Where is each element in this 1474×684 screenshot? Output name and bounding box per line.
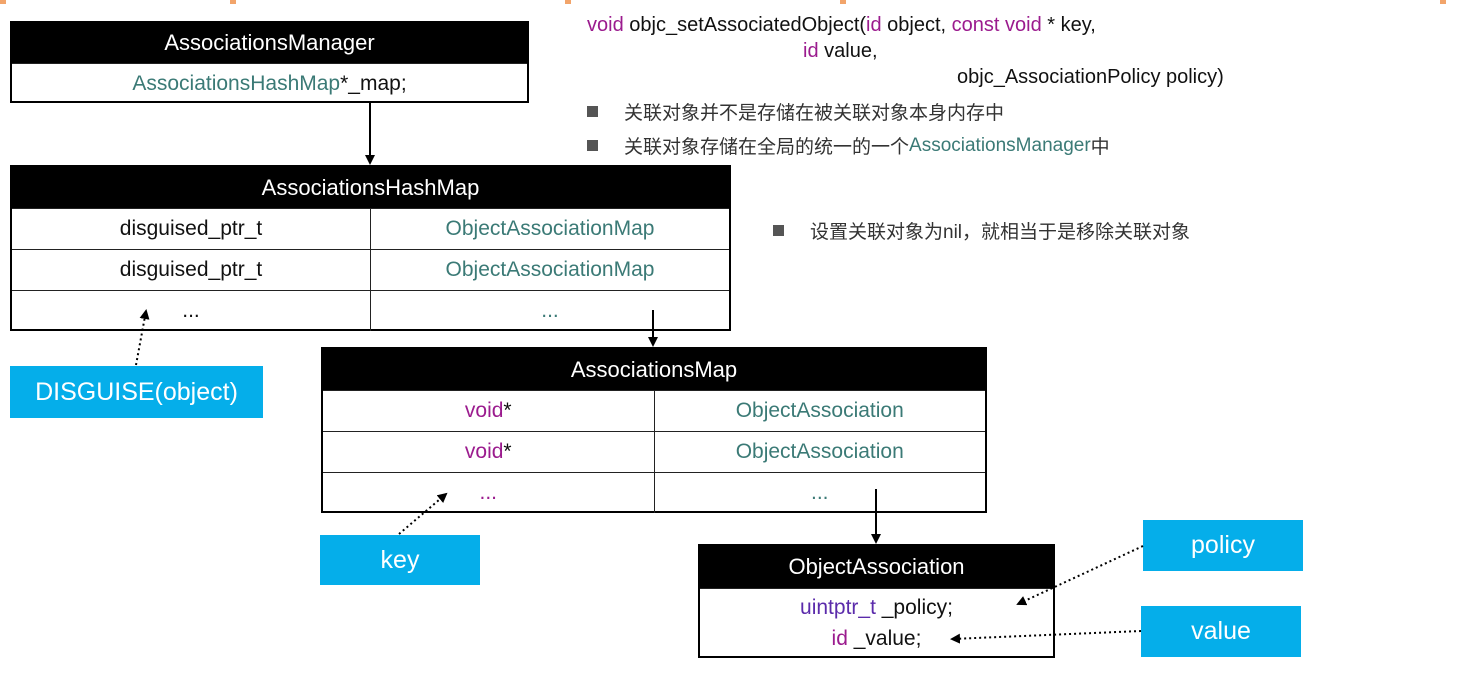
table-row: ... ...: [323, 472, 985, 513]
dotted-arrow-value: [950, 630, 1142, 644]
key-keyword: void: [464, 440, 504, 463]
table-cell-key: void *: [323, 432, 654, 472]
code-keyword: id: [866, 14, 882, 36]
code-text: objc_AssociationPolicy policy): [957, 66, 1224, 88]
associations-hashmap-table: AssociationsHashMap disguised_ptr_t Obje…: [10, 165, 731, 331]
key-keyword: ...: [479, 481, 497, 504]
bullet-square-icon: [773, 225, 784, 236]
table-cell-value: ObjectAssociation: [653, 432, 986, 472]
table-cell: AssociationsHashMap *_map;: [12, 64, 527, 103]
bullet-text: 关联对象存储在全局的统一的一个: [624, 137, 910, 158]
code-signature-line-1: void objc_setAssociatedObject(id object,…: [587, 14, 1096, 37]
bullet-text: 设置关联对象为nil，就相当于是移除关联对象: [810, 222, 1191, 243]
table-row: AssociationsHashMap *_map;: [12, 63, 527, 103]
table-row: disguised_ptr_t ObjectAssociationMap: [12, 249, 729, 290]
bullet-item-3: 设置关联对象为nil，就相当于是移除关联对象: [773, 217, 1190, 244]
code-signature-line-2: id value,: [803, 40, 878, 63]
key-keyword: void: [464, 399, 504, 422]
value-field: id _value;: [832, 623, 922, 654]
field-type: uintptr_t: [800, 596, 876, 619]
bullet-square-icon: [587, 106, 598, 117]
top-accent-bar: [0, 0, 1474, 4]
table-cell-key: disguised_ptr_t: [119, 258, 263, 281]
bullet-text: 中: [1090, 137, 1110, 158]
code-text: objc_setAssociatedObject(: [623, 14, 867, 36]
field-name: *_map;: [340, 71, 407, 95]
table-cell-value: ObjectAssociation: [653, 391, 986, 431]
field-type: id: [831, 627, 848, 650]
code-keyword: id: [803, 40, 819, 62]
callout-value: value: [1141, 606, 1301, 657]
dotted-arrow-disguise: [135, 309, 150, 366]
code-signature-line-3: objc_AssociationPolicy policy): [957, 66, 1224, 89]
field-name: _value;: [847, 627, 922, 650]
code-keyword: const void: [951, 14, 1042, 36]
table-header: AssociationsManager: [12, 23, 527, 63]
associations-map-table: AssociationsMap void * ObjectAssociation…: [321, 347, 987, 513]
table-cell-key: ...: [323, 473, 654, 513]
bullet-highlight: AssociationsManager: [909, 134, 1091, 156]
code-keyword: void: [587, 14, 624, 36]
callout-policy: policy: [1143, 520, 1303, 571]
dotted-arrow-key: [398, 492, 448, 535]
callout-disguise: DISGUISE(object): [10, 366, 263, 418]
table-row: ... ...: [12, 290, 729, 331]
table-cell-key: ...: [182, 299, 200, 322]
bullet-text: 关联对象并不是存储在被关联对象本身内存中: [624, 103, 1005, 124]
bullet-square-icon: [587, 140, 598, 151]
table-cell-value: ObjectAssociationMap: [370, 209, 729, 249]
table-header: ObjectAssociation: [700, 546, 1053, 588]
table-header: AssociationsHashMap: [12, 167, 729, 208]
table-header: AssociationsMap: [323, 349, 985, 390]
table-cell-value: ...: [370, 291, 729, 331]
dotted-arrow-policy: [1016, 545, 1144, 606]
bullet-item-1: 关联对象并不是存储在被关联对象本身内存中: [587, 98, 1004, 125]
table-row: void * ObjectAssociation: [323, 431, 985, 472]
table-row: disguised_ptr_t ObjectAssociationMap: [12, 208, 729, 249]
key-rest: *: [503, 440, 512, 463]
policy-field: uintptr_t _policy;: [800, 592, 953, 623]
associations-manager-table: AssociationsManager AssociationsHashMap …: [10, 21, 529, 103]
callout-key: key: [320, 535, 480, 585]
object-association-table: ObjectAssociation uintptr_t _policy; id …: [698, 544, 1055, 658]
field-name: _policy;: [875, 596, 953, 619]
object-association-fields: uintptr_t _policy; id _value;: [700, 588, 1053, 657]
table-cell-value: ObjectAssociationMap: [370, 250, 729, 290]
code-text: object,: [881, 14, 952, 36]
table-cell-key: disguised_ptr_t: [119, 217, 263, 240]
code-text: * key,: [1041, 14, 1096, 36]
code-text: value,: [818, 40, 878, 62]
table-cell-key: void *: [323, 391, 654, 431]
table-cell-value: ...: [653, 473, 986, 513]
field-type: AssociationsHashMap: [132, 71, 341, 95]
key-rest: *: [503, 399, 512, 422]
table-row: void * ObjectAssociation: [323, 390, 985, 431]
